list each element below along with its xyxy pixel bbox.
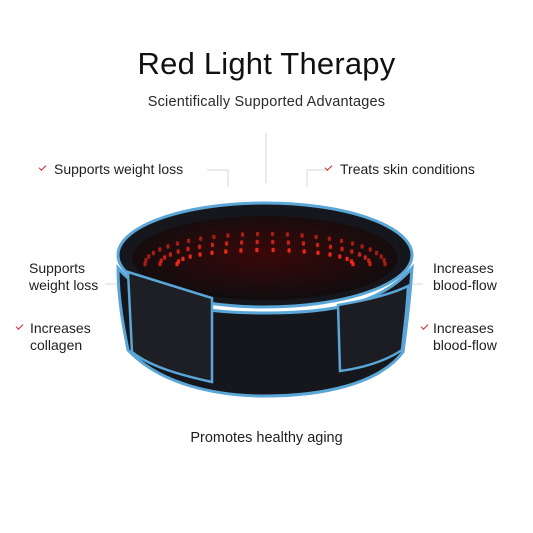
led-dot <box>255 239 259 245</box>
led-dot <box>340 246 344 252</box>
led-dot <box>199 236 203 241</box>
led-dot <box>363 255 367 260</box>
feature-line: weight loss <box>29 277 99 293</box>
led-dot <box>210 242 215 248</box>
led-dot <box>212 234 216 240</box>
led-dot <box>181 256 185 262</box>
led-dot <box>197 244 202 249</box>
led-dot <box>158 247 162 252</box>
led-dot <box>286 240 290 245</box>
led-dot <box>271 247 275 253</box>
page-subtitle: Scientifically Supported Advantages <box>147 94 386 110</box>
led-dot <box>327 236 331 241</box>
led-dot <box>147 254 151 259</box>
led-dot <box>375 250 379 256</box>
led-dot <box>314 234 318 240</box>
led-dot <box>188 254 192 259</box>
feature-collagen: Increases collagen <box>30 320 91 354</box>
led-dot <box>345 256 349 262</box>
feature-blood-flow: Increases blood-flow <box>433 260 497 294</box>
led-dot <box>328 252 332 257</box>
led-dot <box>240 240 244 245</box>
led-dot <box>239 248 243 253</box>
led-dot <box>287 248 291 253</box>
led-dot <box>270 231 275 237</box>
led-dot <box>271 239 275 245</box>
led-dot <box>143 261 147 267</box>
feature-line: collagen <box>30 337 83 353</box>
led-dot <box>159 258 163 263</box>
feature-line: blood-flow <box>433 337 497 353</box>
feature-line: blood-flow <box>433 277 497 293</box>
feature-line: Increases <box>30 320 91 336</box>
led-dot <box>225 241 229 246</box>
led-dot <box>186 238 191 244</box>
led-dot <box>383 261 387 267</box>
led-dot <box>255 247 259 253</box>
led-dot <box>198 252 202 257</box>
feature-skin-conditions: Treats skin conditions <box>340 161 475 177</box>
led-dot <box>175 241 180 246</box>
led-dot <box>224 249 228 254</box>
led-dot <box>368 247 372 252</box>
led-dot <box>350 241 355 246</box>
led-dot <box>382 258 386 263</box>
led-dot <box>226 233 230 238</box>
led-dot <box>255 231 260 237</box>
feature-healthy-aging: Promotes healthy aging <box>190 430 343 446</box>
led-dot <box>176 249 180 254</box>
feature-line: Increases <box>433 260 494 276</box>
led-dot <box>210 250 214 255</box>
led-dot <box>285 232 290 237</box>
led-dot <box>186 246 190 252</box>
led-dot <box>240 232 245 237</box>
led-dot <box>166 244 170 249</box>
led-dot <box>176 259 181 264</box>
led-dot <box>151 250 155 256</box>
led-dot <box>163 255 167 260</box>
feature-weight-loss-2: Supports weight loss <box>29 260 98 294</box>
led-dot <box>339 238 344 244</box>
feature-line: Supports <box>29 260 86 276</box>
feature-line: Increases <box>433 320 494 336</box>
led-dot <box>301 241 305 246</box>
led-dot <box>300 233 304 238</box>
led-dot <box>358 252 362 257</box>
page-title: Red Light Therapy <box>137 46 396 81</box>
led-dot <box>316 250 320 255</box>
led-dot <box>350 249 354 254</box>
led-dot <box>379 254 383 259</box>
led-dot <box>351 261 355 267</box>
led-dot <box>360 244 364 249</box>
led-dot <box>302 249 306 254</box>
led-dot <box>315 242 320 248</box>
led-dot <box>328 244 333 249</box>
led-dot <box>368 261 372 267</box>
feature-blood-flow-2: Increases blood-flow <box>433 320 497 354</box>
feature-weight-loss: Supports weight loss <box>54 161 184 177</box>
led-array <box>143 231 387 267</box>
led-dot <box>168 252 172 257</box>
led-dot <box>338 254 342 259</box>
led-dot <box>144 258 148 263</box>
